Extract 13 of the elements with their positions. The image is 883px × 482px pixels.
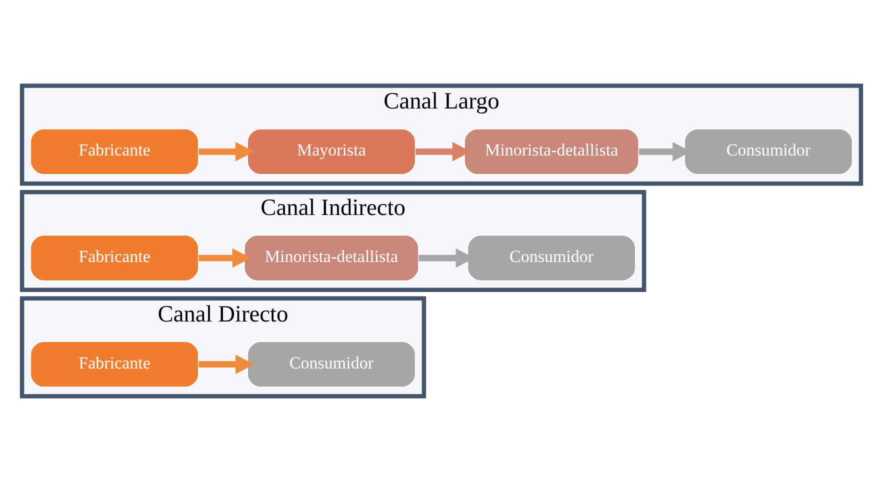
arrow: [198, 248, 251, 268]
node-box: Consumidor: [246, 340, 416, 388]
node-box: Minorista-detallista: [464, 128, 640, 176]
arrow: [198, 354, 254, 374]
node-box: Fabricante: [30, 340, 200, 388]
node-box: Consumidor: [467, 234, 636, 282]
node-box: Mayorista: [246, 128, 416, 176]
node-box: Consumidor: [684, 128, 853, 176]
node-box: Minorista-detallista: [244, 234, 420, 282]
node-box: Fabricante: [30, 128, 200, 176]
node-box: Fabricante: [30, 234, 200, 282]
arrow: [416, 142, 471, 162]
arrow: [198, 142, 254, 162]
